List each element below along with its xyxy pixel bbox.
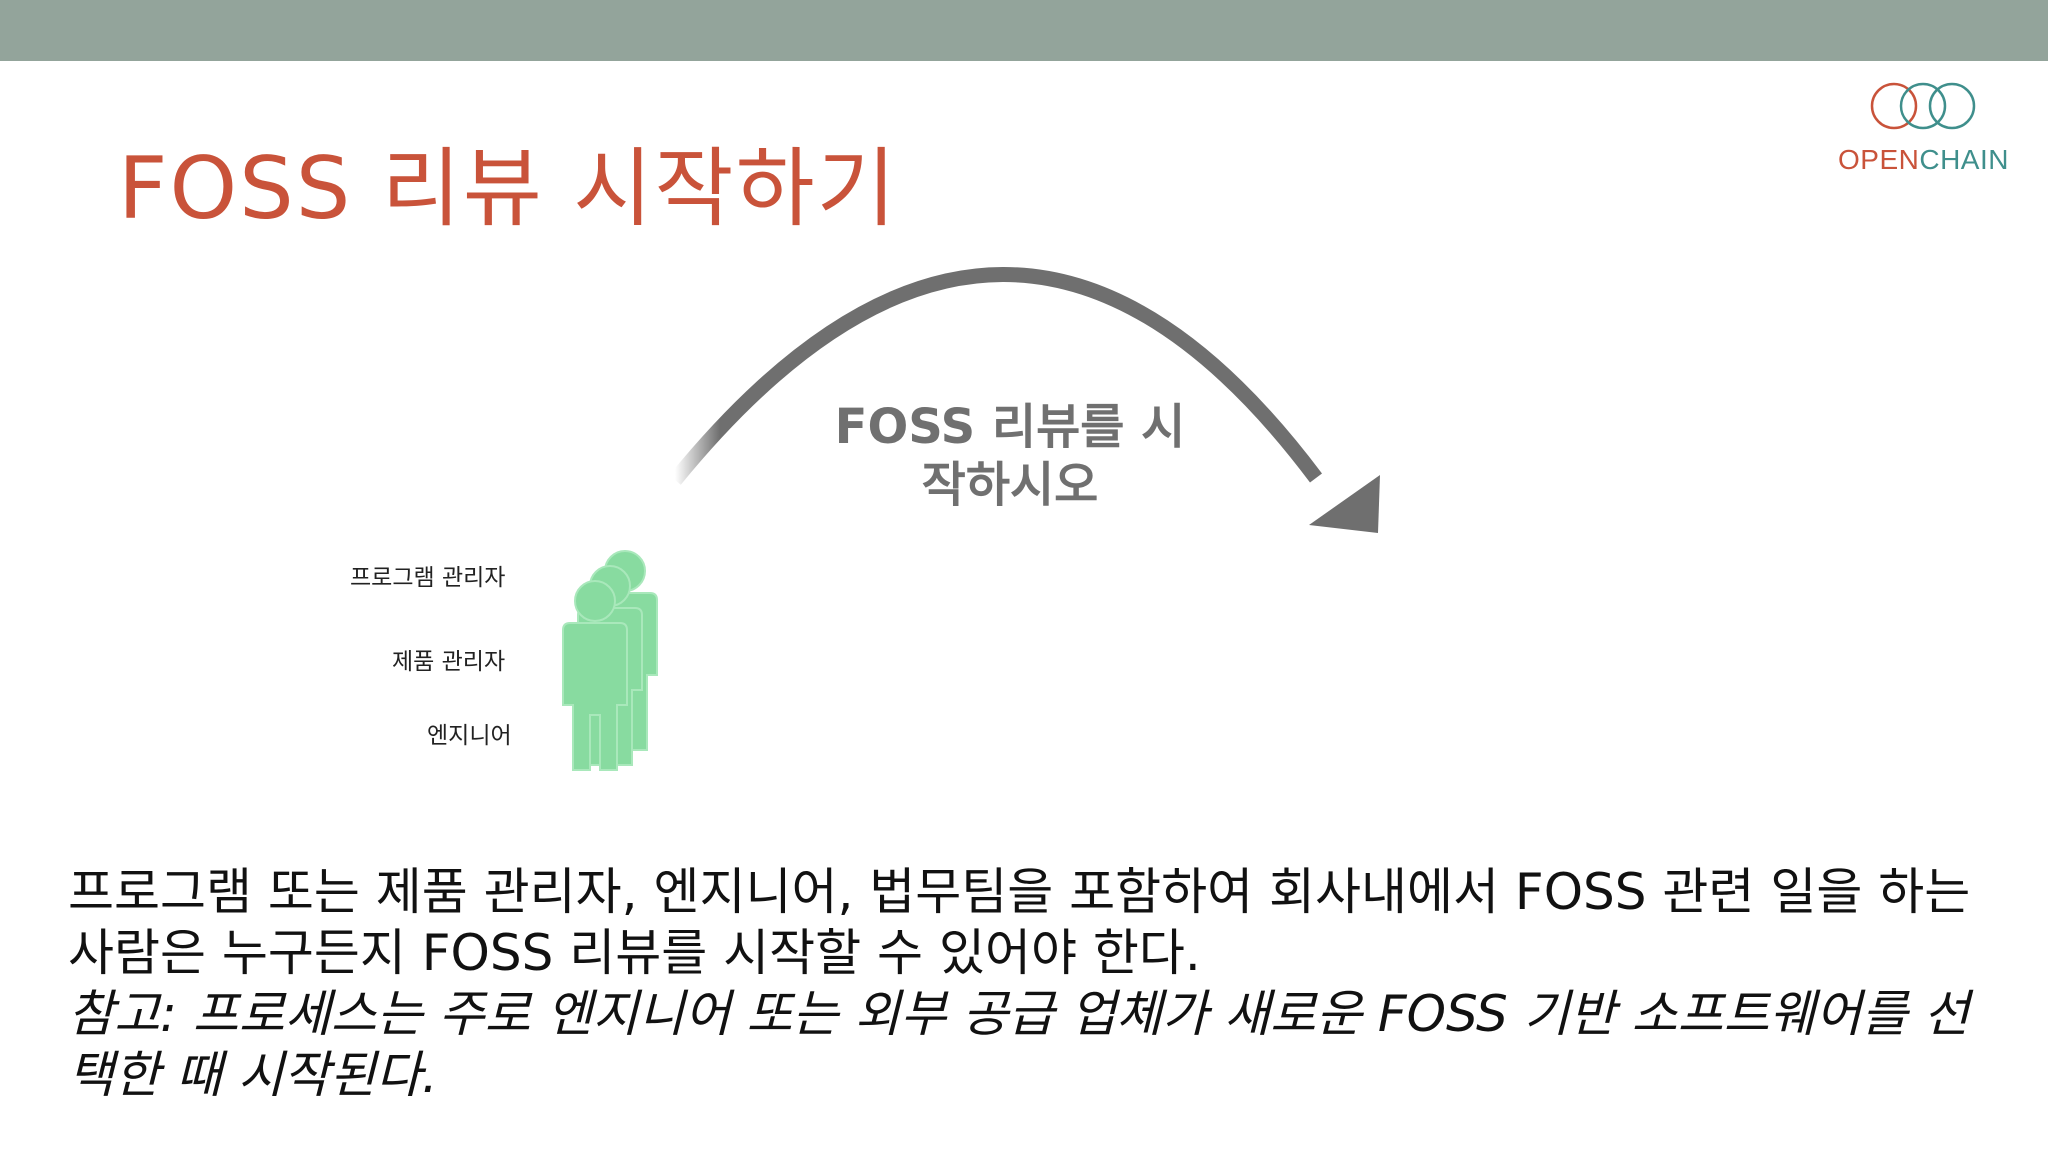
note-paragraph: 참고: 프로세스는 주로 엔지니어 또는 외부 공급 업체가 새로운 FOSS …: [68, 985, 1970, 1104]
logo-wordmark: OPENCHAIN: [1838, 144, 2008, 176]
arrow-label-line-2: 작하시오: [921, 457, 1099, 513]
arrow-label: FOSS 리뷰를 시 작하시오: [810, 398, 1210, 514]
body-paragraph: 프로그램 또는 제품 관리자, 엔지니어, 법무팀을 포함하여 회사내에서 FO…: [68, 863, 1971, 982]
role-engineer: 엔지니어: [427, 723, 512, 749]
logo-open-text: OPEN: [1838, 144, 1920, 175]
slide-title: FOSS 리뷰 시작하기: [118, 139, 898, 239]
body-text: 프로그램 또는 제품 관리자, 엔지니어, 법무팀을 포함하여 회사내에서 FO…: [68, 862, 1988, 1106]
people-group-icon: [562, 550, 658, 771]
openchain-rings-icon: [1870, 82, 1976, 130]
openchain-logo: OPENCHAIN: [1838, 78, 2008, 182]
role-program-manager: 프로그램 관리자: [350, 565, 506, 591]
logo-chain-text: CHAIN: [1919, 144, 2009, 175]
role-product-manager: 제품 관리자: [392, 649, 506, 675]
top-bar: [0, 0, 2048, 61]
arrow-label-line-1: FOSS 리뷰를 시: [834, 399, 1186, 455]
